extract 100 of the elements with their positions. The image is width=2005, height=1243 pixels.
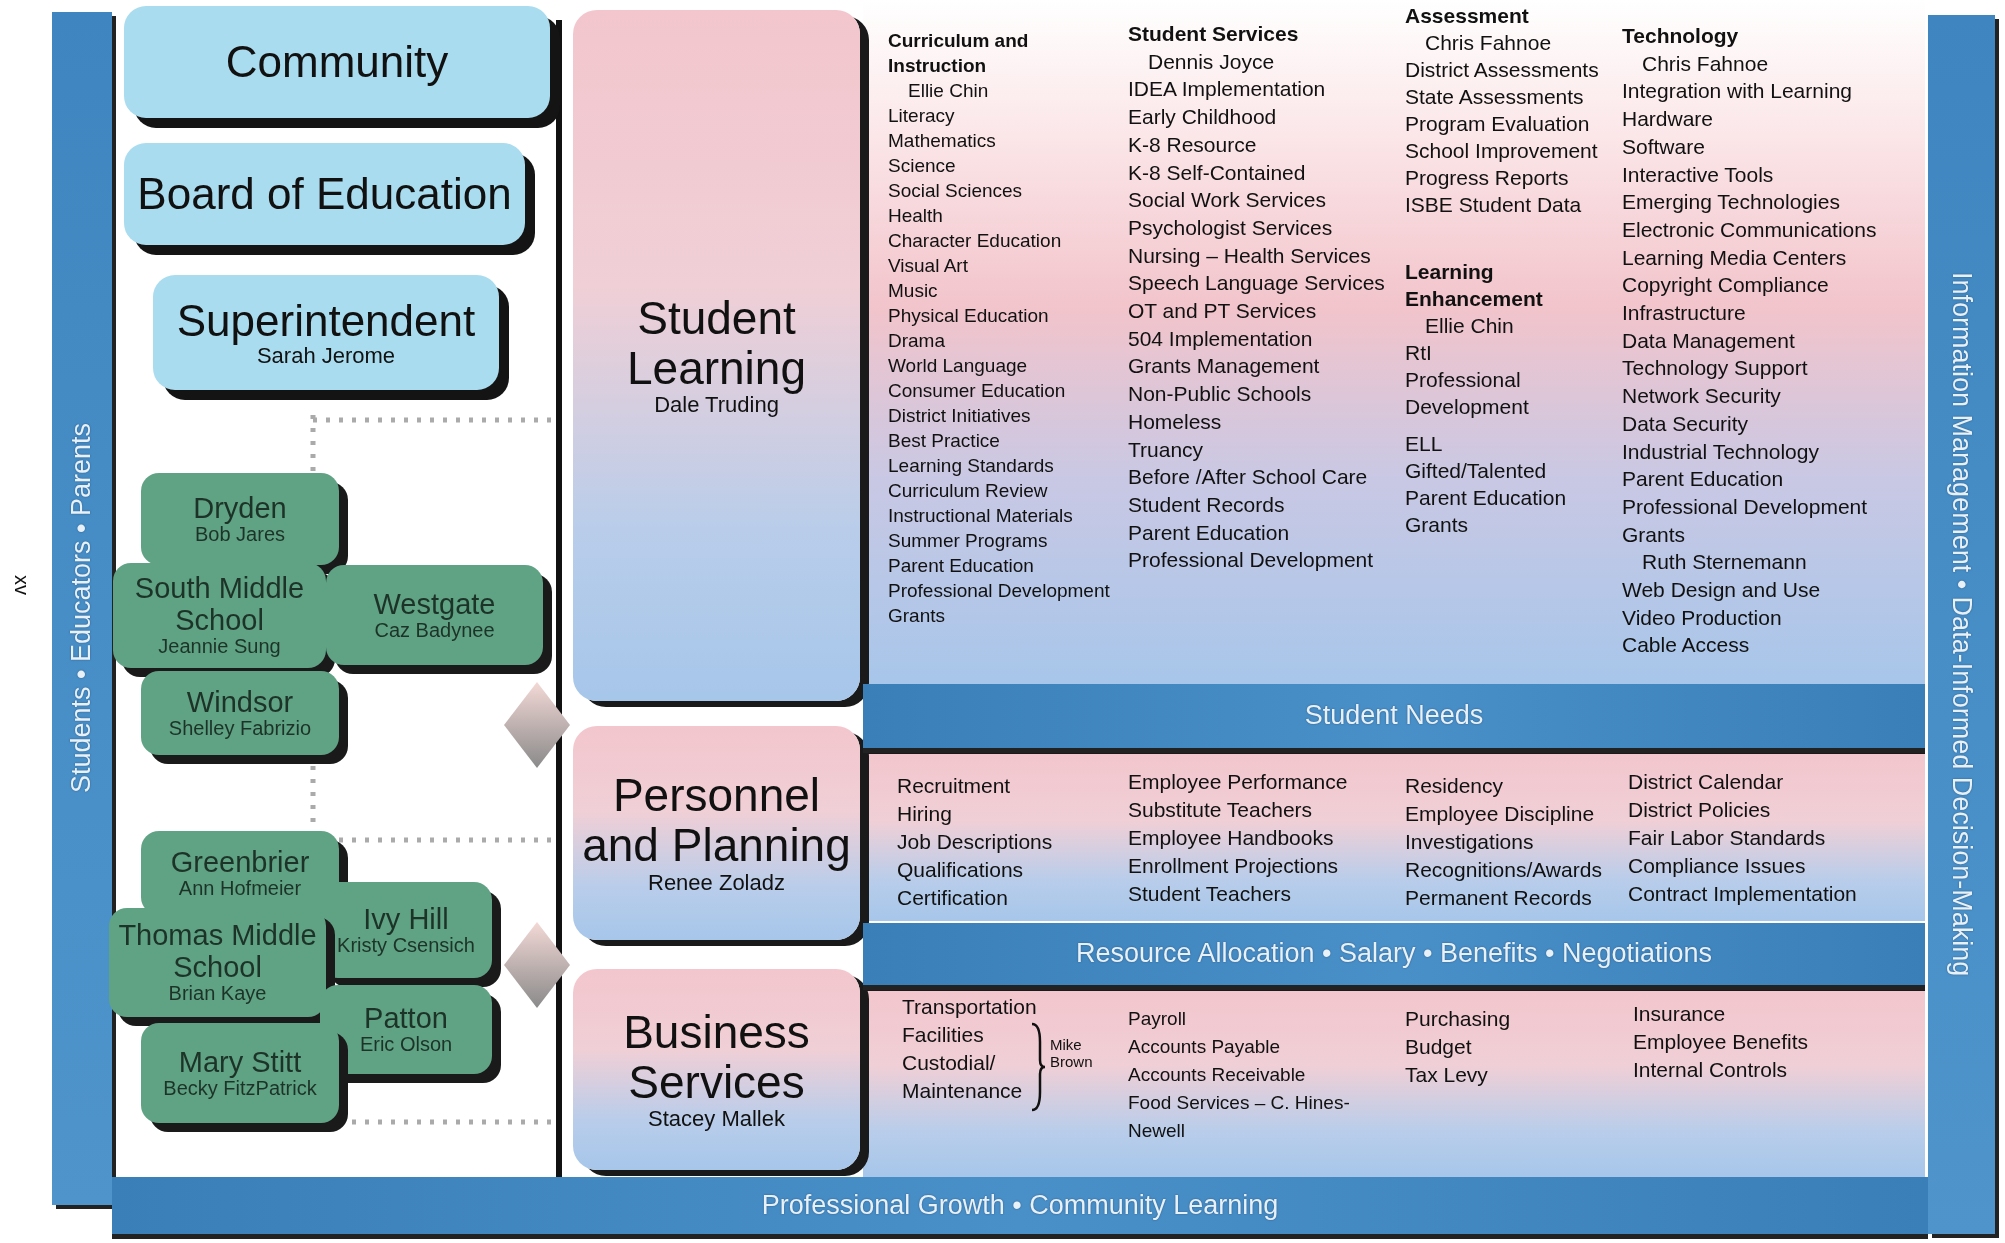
diamond-marker: [504, 682, 570, 768]
list-item: Substitute Teachers: [1128, 797, 1314, 823]
person-name: Bob Jares: [194, 523, 286, 546]
list-item: Technology Support: [1622, 355, 1809, 382]
person-name: Chris Fahnoe: [1642, 50, 1770, 77]
list-item: Student Records: [1128, 491, 1286, 518]
person-name: Becky FitzPatrick: [163, 1077, 317, 1100]
list-item: Music: [888, 279, 939, 303]
list-item: Copyright Compliance: [1622, 272, 1830, 299]
list-item: ISBE Student Data: [1405, 192, 1583, 218]
list-item: Employee Discipline: [1405, 801, 1596, 827]
list-item: World Language: [888, 354, 1029, 378]
band-text: Resource Allocation • Salary • Benefits • Negotiations: [1075, 939, 1713, 969]
list-item: Grants: [1405, 512, 1470, 538]
list-item: Curriculum Review: [888, 479, 1049, 503]
list-item: School Improvement: [1405, 138, 1599, 164]
band-text: Students • Educators • Parents: [67, 423, 97, 794]
list-item: Industrial Technology: [1622, 438, 1820, 465]
list-item: Hardware: [1622, 106, 1715, 133]
list-item: Infrastructure: [1622, 300, 1747, 326]
person-name: Shelley Fabrizio: [168, 717, 312, 740]
section-heading: Assessment: [1405, 3, 1530, 29]
section-heading: Technology: [1622, 23, 1740, 49]
list-item: Residency: [1405, 773, 1505, 799]
list-item: Character Education: [888, 229, 1063, 253]
list-item: Fair Labor Standards: [1628, 825, 1827, 851]
list-item: District Initiatives: [888, 404, 1032, 428]
list-item: Nursing – Health Services: [1128, 242, 1372, 269]
person-name: Kristy Csensich: [337, 934, 475, 957]
department-title: Personnel and Planning: [581, 771, 852, 871]
list-item: Certification: [897, 885, 1009, 911]
list-item: Grants: [1622, 521, 1687, 548]
list-item: Visual Art: [888, 254, 969, 278]
list-item: Consumer Education: [888, 379, 1067, 403]
list-item: Accounts Payable: [1128, 1035, 1282, 1059]
page-number: xv: [10, 575, 34, 595]
school-name: Thomas Middle School: [117, 920, 318, 983]
list-item: Food Services – C. Hines-Newell: [1128, 1091, 1351, 1143]
diamond-marker: [504, 922, 570, 1008]
list-item: District Assessments: [1405, 57, 1600, 83]
list-item: Grants Management: [1128, 353, 1321, 380]
list-item: Progress Reports: [1405, 165, 1570, 191]
unit-title: Superintendent: [176, 296, 476, 345]
list-item: Qualifications: [897, 857, 1025, 883]
school-name: Ivy Hill: [363, 903, 449, 935]
school-name: Greenbrier: [170, 846, 310, 878]
list-item: K-8 Resource: [1128, 131, 1258, 158]
list-item: Maintenance: [902, 1078, 1024, 1104]
person-name: Mike Brown: [1050, 1036, 1094, 1070]
list-item: Compliance Issues: [1628, 853, 1807, 879]
list-item: Gifted/Talented: [1405, 458, 1548, 484]
band-text: Student Needs: [1304, 701, 1484, 731]
list-item: Program Evaluation: [1405, 111, 1591, 137]
list-item: Interactive Tools: [1622, 161, 1775, 188]
list-item: Parent Education: [1128, 519, 1291, 546]
list-item: Drama: [888, 329, 946, 353]
list-item: Parent Education: [1405, 485, 1568, 511]
list-item: Web Design and Use: [1622, 577, 1822, 603]
list-item: ELL: [1405, 431, 1444, 457]
list-item: Hiring: [897, 801, 953, 827]
person-name: Caz Badynee: [374, 619, 495, 642]
list-item: Health: [888, 204, 944, 228]
list-item: Psychologist Services: [1128, 214, 1334, 241]
list-item: State Assessments: [1405, 84, 1585, 110]
list-item: Electronic Communications: [1622, 216, 1878, 243]
list-item: Employee Benefits: [1633, 1029, 1810, 1055]
unit-title: Board of Education: [137, 170, 512, 218]
list-item: Literacy: [888, 104, 956, 128]
list-item: Parent Education: [888, 554, 1035, 578]
school-name: Patton: [364, 1003, 448, 1035]
list-item: Instructional Materials: [888, 504, 1074, 528]
list-item: Emerging Technologies: [1622, 189, 1841, 216]
school-name: Mary Stitt: [178, 1046, 302, 1078]
list-item: Grants: [888, 604, 947, 628]
school-name: South Middle School: [133, 573, 306, 636]
person-name: Brian Kaye: [168, 983, 267, 1005]
list-item: Data Management: [1622, 327, 1796, 354]
list-item: Truancy: [1128, 436, 1205, 463]
list-item: Tax Levy: [1405, 1062, 1489, 1088]
department-title: Business Services: [622, 1007, 811, 1108]
list-item: Parent Education: [1622, 466, 1785, 493]
list-item: Speech Language Services: [1128, 270, 1386, 297]
list-item: Social Sciences: [888, 179, 1024, 203]
school-name: Windsor: [186, 686, 294, 718]
list-item: Payroll: [1128, 1007, 1188, 1031]
person-name: Chris Fahnoe: [1425, 30, 1553, 56]
list-item: Homeless: [1128, 408, 1223, 435]
list-item: Learning Media Centers: [1622, 244, 1848, 271]
unit-title: Community: [225, 38, 449, 86]
band-text: Professional Growth • Community Learning: [761, 1190, 1279, 1221]
list-item: Cable Access: [1622, 632, 1751, 659]
list-item: Professional Development: [1622, 493, 1869, 520]
person-name: Renee Zoladz: [648, 870, 785, 895]
list-item: Video Production: [1622, 604, 1783, 631]
list-item: Budget: [1405, 1034, 1473, 1060]
list-item: Professional Development: [1128, 547, 1375, 574]
list-item: Integration with Learning: [1622, 78, 1853, 105]
list-item: Insurance: [1633, 1001, 1727, 1027]
list-item: Data Security: [1622, 410, 1750, 437]
list-item: Job Descriptions: [897, 829, 1054, 855]
